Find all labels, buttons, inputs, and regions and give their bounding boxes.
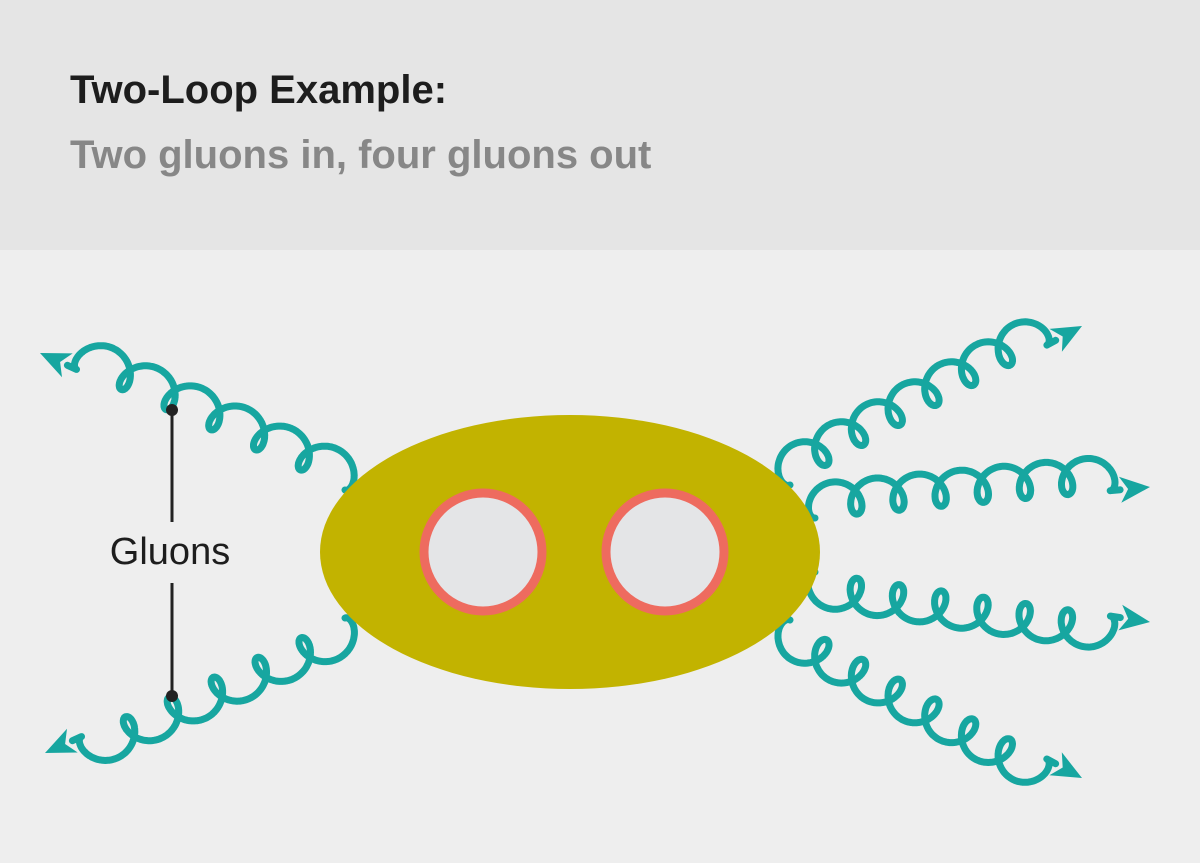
figure-title: Two-Loop Example: [70, 68, 447, 113]
loop-right [606, 493, 724, 611]
incoming-gluon-top [67, 346, 354, 491]
figure-subtitle: Two gluons in, four gluons out [70, 133, 651, 178]
header-panel: Two-Loop Example: Two gluons in, four gl… [0, 0, 1200, 250]
label-dot-upper [166, 404, 178, 416]
outgoing-gluon-4 [778, 620, 1056, 783]
outgoing-gluon-1 [778, 322, 1056, 486]
feynman-diagram: Gluons [0, 250, 1200, 863]
label-dot-lower [166, 690, 178, 702]
outgoing-gluon-3 [808, 572, 1120, 647]
diagram-canvas: Gluons [0, 250, 1200, 863]
outgoing-gluon-2 [809, 459, 1121, 519]
gluons-label: Gluons [110, 531, 230, 573]
loop-left [424, 493, 542, 611]
incoming-gluon-bottom [72, 618, 354, 761]
interaction-blob [320, 415, 820, 689]
